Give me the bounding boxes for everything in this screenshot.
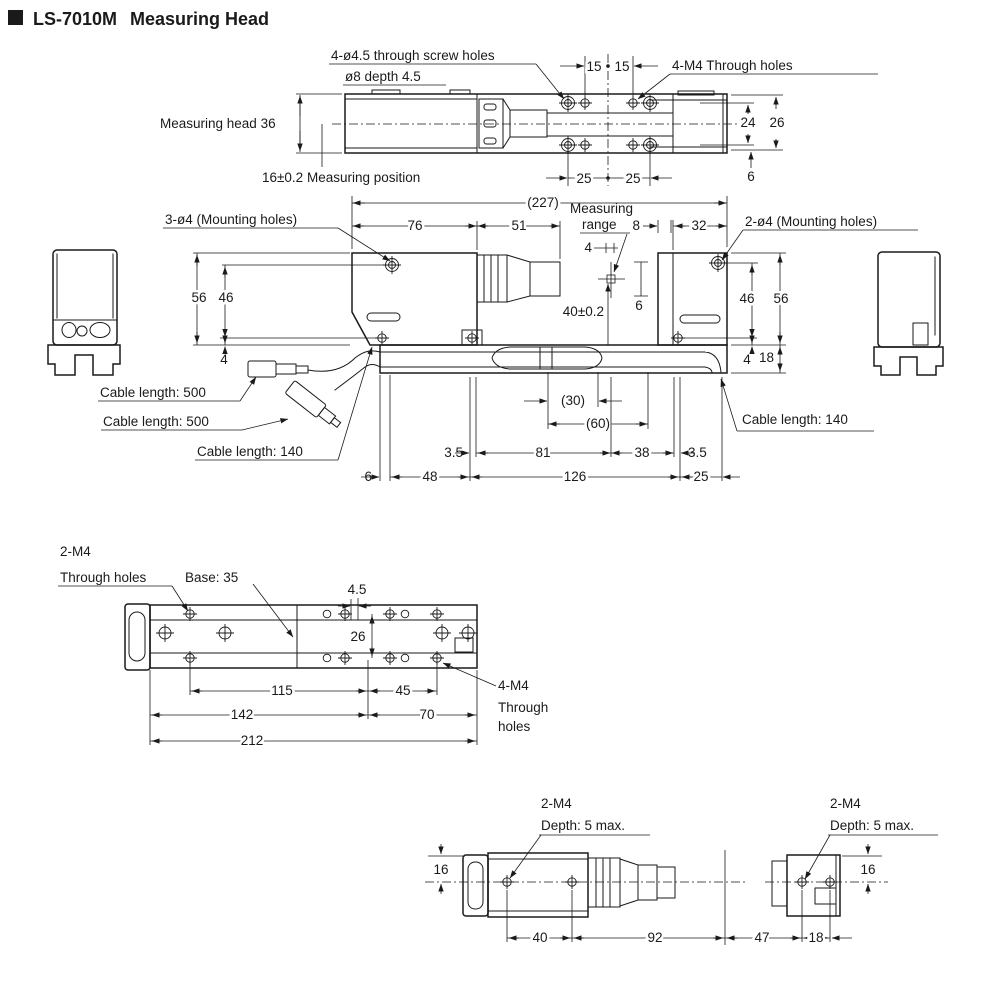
label-cable-140-left: Cable length: 140	[197, 444, 303, 459]
dim-212: 212	[241, 733, 264, 748]
receiver-bottom-view: 2-M4 Depth: 5 max. 16 47 18	[725, 796, 938, 948]
dim-40: 40±0.2	[563, 304, 604, 319]
dim-3-5-a: 3.5	[444, 445, 463, 460]
dim-25: 25	[693, 469, 708, 484]
dim-25-b: 25	[625, 171, 640, 186]
label-counterbore: ø8 depth 4.5	[345, 69, 421, 84]
dim-56-left: 56	[191, 290, 206, 305]
dim-16-left: 16	[433, 862, 448, 877]
dim-46-left: 46	[218, 290, 233, 305]
side-view: (227) 76 51 8 32 Measuring range 3-ø4 (M…	[98, 193, 918, 487]
title-text: LS-7010M Measuring Head	[33, 9, 269, 29]
dim-38: 38	[634, 445, 649, 460]
dim-4-target: 4	[584, 240, 592, 255]
dim-45: 45	[395, 683, 410, 698]
dim-70: 70	[419, 707, 434, 722]
dim-227: (227)	[527, 195, 559, 210]
title-product: Measuring Head	[130, 9, 269, 29]
label-m4-through-holes: 4-M4 Through holes	[672, 58, 793, 73]
dim-142: 142	[231, 707, 254, 722]
dim-56-right: 56	[773, 291, 788, 306]
dim-51: 51	[511, 218, 526, 233]
dim-46-right: 46	[739, 291, 754, 306]
top-view: 15 15 25 25 Measuring head 36 16±0.2 Mea…	[160, 48, 878, 189]
title-model: LS-7010M	[33, 9, 117, 29]
label-bl-depth: Depth: 5 max.	[541, 818, 625, 833]
dim-60: (60)	[586, 416, 610, 431]
label-measuring-head: Measuring head 36	[160, 116, 276, 131]
label-measuring-range-1: Measuring	[570, 201, 633, 216]
dim-4-right: 4	[743, 352, 751, 367]
dim-32: 32	[691, 218, 706, 233]
dim-18: 18	[759, 350, 774, 365]
dim-26-base: 26	[350, 629, 365, 644]
dim-115: 115	[271, 683, 293, 698]
label-base-4m4-1: 4-M4	[498, 678, 529, 693]
dim-48: 48	[422, 469, 437, 484]
emitter-bottom-view: 2-M4 Depth: 5 max. 16 40 92	[425, 796, 745, 948]
label-br-depth: Depth: 5 max.	[830, 818, 914, 833]
label-base-35: Base: 35	[185, 570, 238, 585]
dim-6-top: 6	[747, 169, 755, 184]
dim-30: (30)	[561, 393, 585, 408]
base-bottom-view: 26 4.5 2-M4 Through holes Base: 35 115 4…	[58, 544, 548, 751]
label-bl-2m4: 2-M4	[541, 796, 572, 811]
dim-40-bottom: 40	[532, 930, 547, 945]
dim-76: 76	[407, 218, 422, 233]
dim-25-a: 25	[576, 171, 591, 186]
dim-18-bottom: 18	[808, 930, 823, 945]
label-cable-500-b: Cable length: 500	[103, 414, 209, 429]
dim-4-5: 4.5	[348, 582, 367, 597]
label-measuring-range-2: range	[582, 217, 617, 232]
dim-92: 92	[647, 930, 662, 945]
emitter-end-view	[47, 249, 121, 376]
dim-81: 81	[535, 445, 550, 460]
label-br-2m4: 2-M4	[830, 796, 861, 811]
label-cable-140-right: Cable length: 140	[742, 412, 848, 427]
dim-3-5-b: 3.5	[688, 445, 707, 460]
label-mounting-holes-3: 3-ø4 (Mounting holes)	[165, 212, 297, 227]
label-base-4m4-2: Through	[498, 700, 548, 715]
receiver-end-view	[873, 251, 944, 376]
dim-4-left: 4	[220, 352, 228, 367]
label-measuring-position: 16±0.2 Measuring position	[262, 170, 420, 185]
label-mounting-holes-2: 2-ø4 (Mounting holes)	[745, 214, 877, 229]
page-title: LS-7010M Measuring Head	[8, 9, 269, 29]
label-base-2m4-1: 2-M4	[60, 544, 91, 559]
dim-16-right: 16	[860, 862, 875, 877]
dim-26: 26	[769, 115, 784, 130]
dim-6-target: 6	[635, 298, 643, 313]
dim-126: 126	[564, 469, 587, 484]
label-cable-500-a: Cable length: 500	[100, 385, 206, 400]
section-bullet-icon	[8, 10, 23, 25]
dim-24: 24	[740, 115, 756, 130]
label-base-4m4-3: holes	[498, 719, 531, 734]
label-base-2m4-2: Through holes	[60, 570, 147, 585]
dim-15-b: 15	[614, 59, 629, 74]
dim-8: 8	[632, 218, 640, 233]
dim-15-a: 15	[586, 59, 601, 74]
label-screw-holes: 4-ø4.5 through screw holes	[331, 48, 495, 63]
dim-47: 47	[754, 930, 769, 945]
dim-6-bottom: 6	[364, 469, 372, 484]
